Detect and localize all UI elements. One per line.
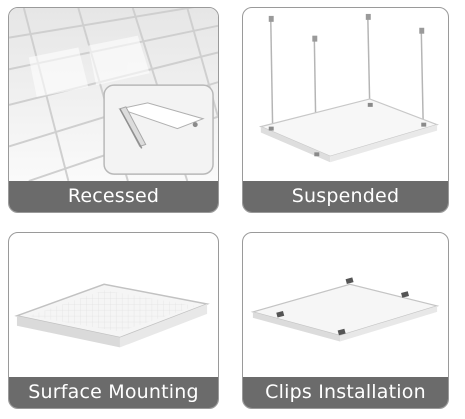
card-suspended: Suspended [242, 7, 449, 213]
card-clips-installation: Clips Installation [242, 232, 449, 409]
card-recessed: Recessed [8, 7, 219, 213]
recessed-illustration [9, 8, 218, 181]
surface-mounting-label: Surface Mounting [9, 377, 218, 408]
clips-installation-illustration [243, 233, 448, 377]
recessed-label: Recessed [9, 181, 218, 212]
suspended-illustration [243, 8, 448, 181]
surface-mounting-illustration [9, 233, 218, 377]
card-surface-mounting: Surface Mounting [8, 232, 219, 409]
clips-installation-label: Clips Installation [243, 377, 448, 408]
suspended-label: Suspended [243, 181, 448, 212]
